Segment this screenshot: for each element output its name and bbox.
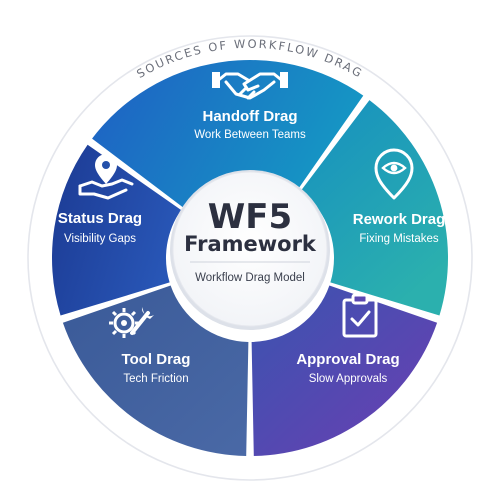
center-tagline: Workflow Drag Model bbox=[195, 272, 305, 284]
segment-subtitle: Visibility Gaps bbox=[64, 233, 136, 245]
center-subtitle: Framework bbox=[184, 232, 317, 256]
eye-pin-icon bbox=[374, 148, 414, 200]
segment-title: Approval Drag bbox=[296, 351, 399, 368]
segment-status: Status Drag Visibility Gaps bbox=[58, 210, 142, 245]
segment-tool-wedge bbox=[62, 285, 249, 456]
segment-handoff-wedge bbox=[92, 59, 364, 208]
segments-group bbox=[52, 59, 448, 456]
segment-subtitle: Tech Friction bbox=[123, 373, 188, 385]
segment-title: Status Drag bbox=[58, 210, 142, 227]
segment-rework: Rework Drag Fixing Mistakes bbox=[353, 211, 446, 245]
center-title: WF5 bbox=[208, 197, 292, 237]
outer-ring bbox=[27, 35, 473, 481]
segment-title: Handoff Drag bbox=[203, 108, 298, 125]
segment-approval-wedge bbox=[251, 285, 438, 456]
segment-title: Rework Drag bbox=[353, 211, 446, 228]
segment-rework-wedge bbox=[300, 100, 448, 316]
segment-status-wedge bbox=[52, 144, 182, 316]
segment-subtitle: Slow Approvals bbox=[309, 373, 388, 385]
segment-subtitle: Fixing Mistakes bbox=[359, 233, 438, 245]
center-circle bbox=[172, 171, 328, 327]
segment-tool: Tool Drag Tech Friction bbox=[122, 351, 191, 385]
gear-wrench-icon bbox=[109, 307, 154, 338]
handshake-icon bbox=[212, 72, 288, 100]
hand-pin-icon bbox=[78, 154, 134, 200]
clipboard-check-icon bbox=[342, 293, 378, 338]
segment-approval: Approval Drag Slow Approvals bbox=[296, 351, 399, 385]
segment-handoff: Handoff Drag Work Between Teams bbox=[194, 108, 306, 141]
segment-title: Tool Drag bbox=[122, 351, 191, 368]
segment-subtitle: Work Between Teams bbox=[194, 129, 306, 141]
